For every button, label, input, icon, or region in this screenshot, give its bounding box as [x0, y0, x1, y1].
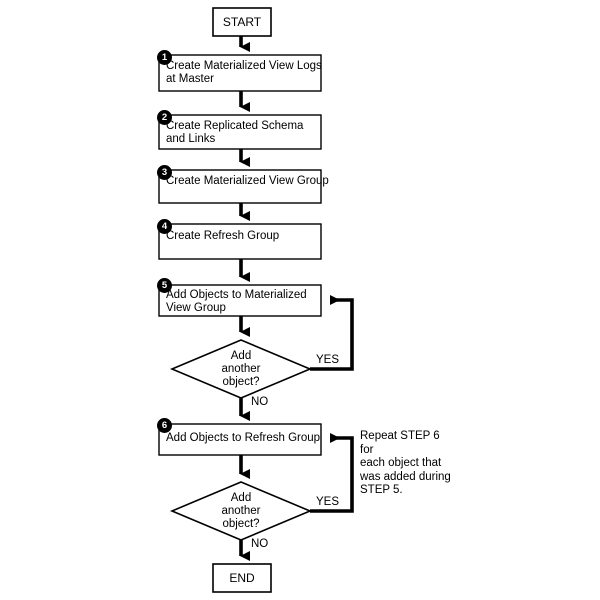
step-badge-3: 3 [157, 165, 172, 180]
process-label-3: Create Materialized View Group [166, 175, 329, 187]
step-badge-6: 6 [157, 418, 172, 433]
connector-decision-1-yes-loop [310, 295, 354, 371]
step-badge-1: 1 [157, 50, 172, 65]
process-label-2: Create Replicated Schema and Links [166, 120, 304, 145]
decision-1-yes-label: YES [316, 354, 340, 366]
process-label-1: Create Materialized View Logs at Master [166, 60, 322, 85]
start-label: START [222, 15, 262, 29]
process-label-4: Create Refresh Group [166, 230, 280, 242]
process-box-5 [158, 284, 322, 317]
connector-decision-2-yes-loop [310, 433, 354, 513]
process-label-6: Add Objects to Refresh Group [166, 432, 321, 444]
process-box-1 [158, 54, 322, 92]
process-box-3 [158, 169, 322, 204]
decision-1-no-label: NO [251, 396, 269, 408]
decision-label-1: Add another object? [221, 350, 261, 388]
end-label: END [229, 571, 255, 585]
decision-2-no-label: NO [251, 538, 269, 550]
decision-2-yes-label: YES [316, 496, 340, 508]
end-node [212, 563, 272, 593]
decision-label-2: Add another object? [221, 492, 261, 530]
step-badge-2: 2 [157, 110, 172, 125]
repeat-note: Repeat STEP 6 for each object that was a… [360, 430, 451, 496]
process-label-5: Add Objects to Materialized View Group [166, 289, 307, 314]
step-badge-5: 5 [157, 278, 172, 293]
step-badge-4: 4 [157, 219, 172, 234]
